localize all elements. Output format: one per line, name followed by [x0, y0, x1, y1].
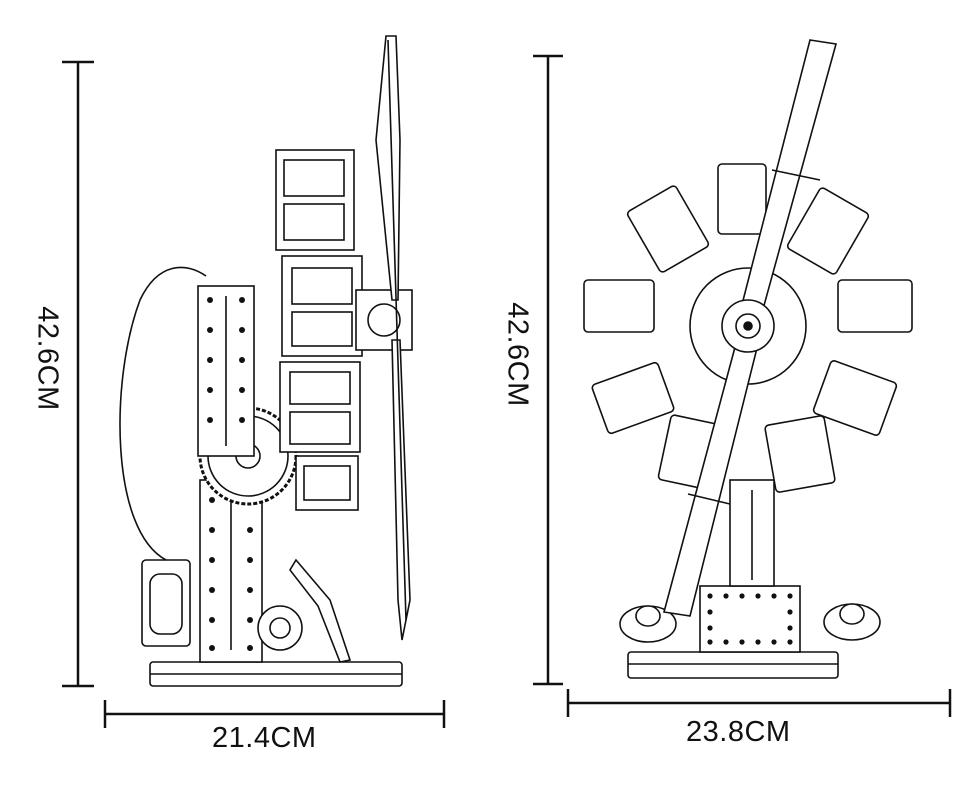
left-height-label: 42.6CM [31, 306, 64, 411]
left-height-dimension-line [62, 60, 94, 688]
right-height-label: 42.6CM [501, 302, 534, 407]
front-view-model [583, 39, 913, 679]
right-width-dimension-line [566, 689, 952, 717]
right-width-label: 23.8CM [686, 716, 791, 748]
left-width-label: 21.4CM [212, 722, 317, 754]
right-height-dimension-line [533, 54, 563, 686]
side-view-model [119, 35, 413, 687]
left-width-dimension-line [103, 700, 446, 728]
